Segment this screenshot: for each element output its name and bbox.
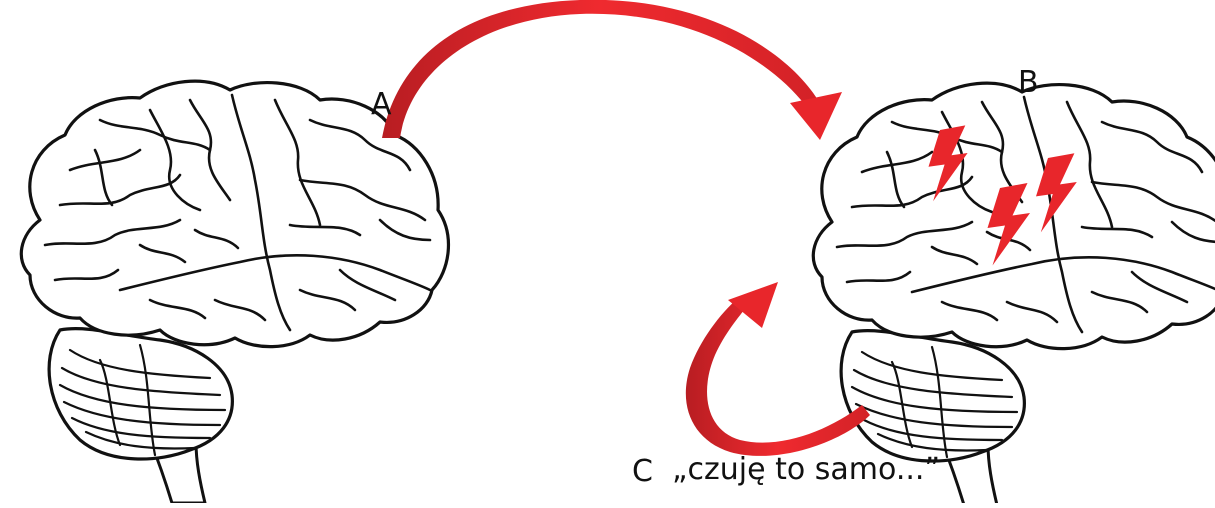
caption-c: „czuję to samo...” bbox=[672, 455, 940, 485]
arrow-a-to-b-icon bbox=[382, 0, 842, 140]
brain-right-icon bbox=[813, 83, 1215, 503]
label-c: C bbox=[632, 457, 653, 487]
label-b: B bbox=[1018, 68, 1039, 98]
label-a: A bbox=[371, 90, 392, 120]
brain-left-icon bbox=[21, 81, 448, 503]
